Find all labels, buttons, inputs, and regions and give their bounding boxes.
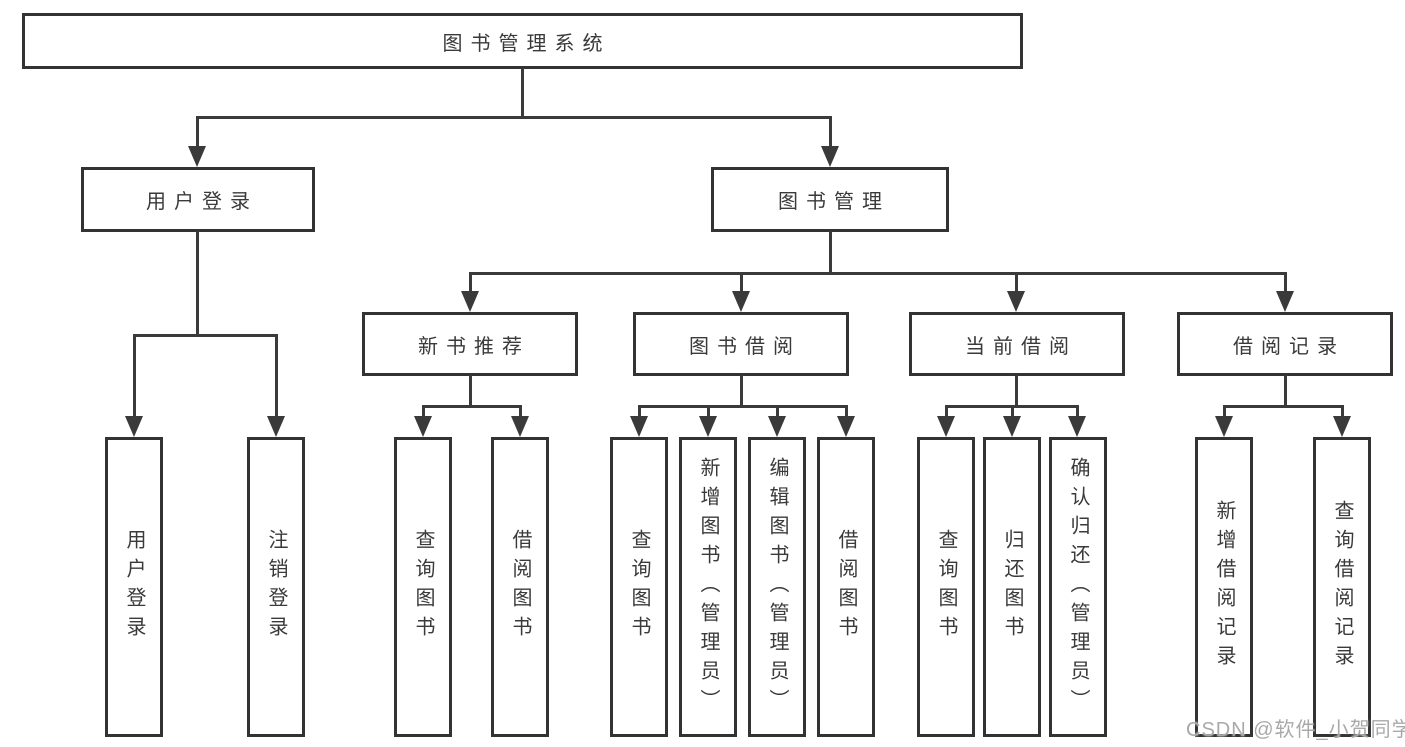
connector-drop — [275, 334, 278, 418]
arrowhead-down-icon — [125, 416, 143, 437]
arrowhead-down-icon — [1215, 416, 1233, 437]
node-leaf-query-books-current: 查询图书 — [917, 437, 975, 737]
arrowhead-down-icon — [1003, 416, 1021, 437]
arrowhead-down-icon — [937, 416, 955, 437]
connector-book-mgmt-branch — [469, 272, 1287, 275]
node-new-book-recommend: 新书推荐 — [362, 312, 578, 376]
node-leaf-query-books-recommend: 查询图书 — [394, 437, 452, 737]
connector-drop — [133, 334, 136, 418]
arrowhead-down-icon — [732, 291, 750, 312]
connector-drop — [1284, 272, 1287, 292]
node-leaf-add-books-admin: 新增图书（管理员） — [679, 437, 737, 737]
node-leaf-confirm-return-admin: 确认归还（管理员） — [1049, 437, 1107, 737]
connector-drop — [1015, 272, 1018, 292]
connector-stem — [469, 375, 472, 408]
node-book-borrow: 图书借阅 — [633, 312, 849, 376]
node-book-management: 图书管理 — [711, 167, 949, 232]
node-leaf-query-books-borrow: 查询图书 — [610, 437, 668, 737]
node-leaf-user-login: 用户登录 — [105, 437, 163, 737]
connector-root-branch — [196, 116, 832, 119]
node-borrow-records: 借阅记录 — [1177, 312, 1393, 376]
connector-book-mgmt-stem — [829, 231, 832, 274]
node-current-borrow: 当前借阅 — [909, 312, 1125, 376]
connector-drop — [1223, 405, 1226, 418]
arrowhead-down-icon — [768, 416, 786, 437]
connector-book-mgmt-drop — [829, 116, 832, 149]
connector-drop — [845, 405, 848, 418]
node-library-system: 图书管理系统 — [22, 13, 1023, 69]
connector-stem — [1284, 375, 1287, 408]
connector-branch — [1223, 405, 1344, 408]
connector-drop — [1341, 405, 1344, 418]
connector-drop — [519, 405, 522, 418]
node-leaf-borrow-books-recommend: 借阅图书 — [491, 437, 549, 737]
connector-drop — [707, 405, 710, 418]
arrowhead-down-icon — [821, 146, 839, 167]
connector-user-login-drop — [196, 116, 199, 149]
connector-branch — [422, 405, 522, 408]
arrowhead-down-icon — [461, 291, 479, 312]
connector-drop — [422, 405, 425, 418]
arrowhead-down-icon — [1007, 291, 1025, 312]
arrowhead-down-icon — [414, 416, 432, 437]
node-leaf-add-borrow-record: 新增借阅记录 — [1195, 437, 1253, 737]
arrowhead-down-icon — [1068, 416, 1086, 437]
node-user-login: 用户登录 — [81, 167, 315, 232]
connector-stem — [1015, 375, 1018, 408]
connector-stem — [740, 375, 743, 408]
arrowhead-down-icon — [699, 416, 717, 437]
connector-branch — [638, 405, 848, 408]
arrowhead-down-icon — [630, 416, 648, 437]
connector-user-login-branch — [133, 334, 278, 337]
connector-root-stem — [521, 68, 524, 118]
csdn-watermark: CSDN @软件_小贺同学 — [1186, 719, 1405, 741]
arrowhead-down-icon — [1333, 416, 1351, 437]
arrowhead-down-icon — [188, 146, 206, 167]
connector-drop — [1011, 405, 1014, 418]
connector-drop — [469, 272, 472, 292]
node-leaf-edit-books-admin: 编辑图书（管理员） — [748, 437, 806, 737]
connector-drop — [945, 405, 948, 418]
node-leaf-query-borrow-record: 查询借阅记录 — [1313, 437, 1371, 737]
connector-drop — [638, 405, 641, 418]
arrowhead-down-icon — [1276, 291, 1294, 312]
arrowhead-down-icon — [267, 416, 285, 437]
connector-user-login-stem — [196, 231, 199, 337]
node-leaf-borrow-books: 借阅图书 — [817, 437, 875, 737]
arrowhead-down-icon — [837, 416, 855, 437]
node-leaf-return-books: 归还图书 — [983, 437, 1041, 737]
connector-drop — [776, 405, 779, 418]
connector-drop — [740, 272, 743, 292]
node-leaf-logout: 注销登录 — [247, 437, 305, 737]
arrowhead-down-icon — [511, 416, 529, 437]
connector-drop — [1076, 405, 1079, 418]
